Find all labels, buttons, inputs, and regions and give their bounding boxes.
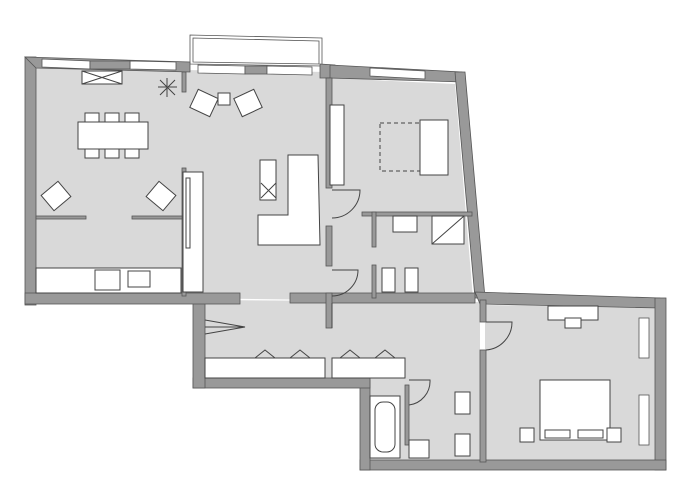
kitchen-counter <box>35 171 204 294</box>
sitting-room-furniture <box>329 104 449 186</box>
bathroom-1-fixtures <box>381 215 465 293</box>
bathroom-2-fixtures <box>369 391 471 459</box>
windows <box>41 58 650 446</box>
dining-table <box>77 70 149 159</box>
plants <box>158 78 277 199</box>
balcony <box>189 34 323 67</box>
bed <box>519 305 622 443</box>
hallway-closets <box>204 349 406 379</box>
armchairs <box>40 88 277 212</box>
sofa <box>257 154 321 246</box>
doors <box>204 189 513 406</box>
interior-walls <box>35 71 487 463</box>
